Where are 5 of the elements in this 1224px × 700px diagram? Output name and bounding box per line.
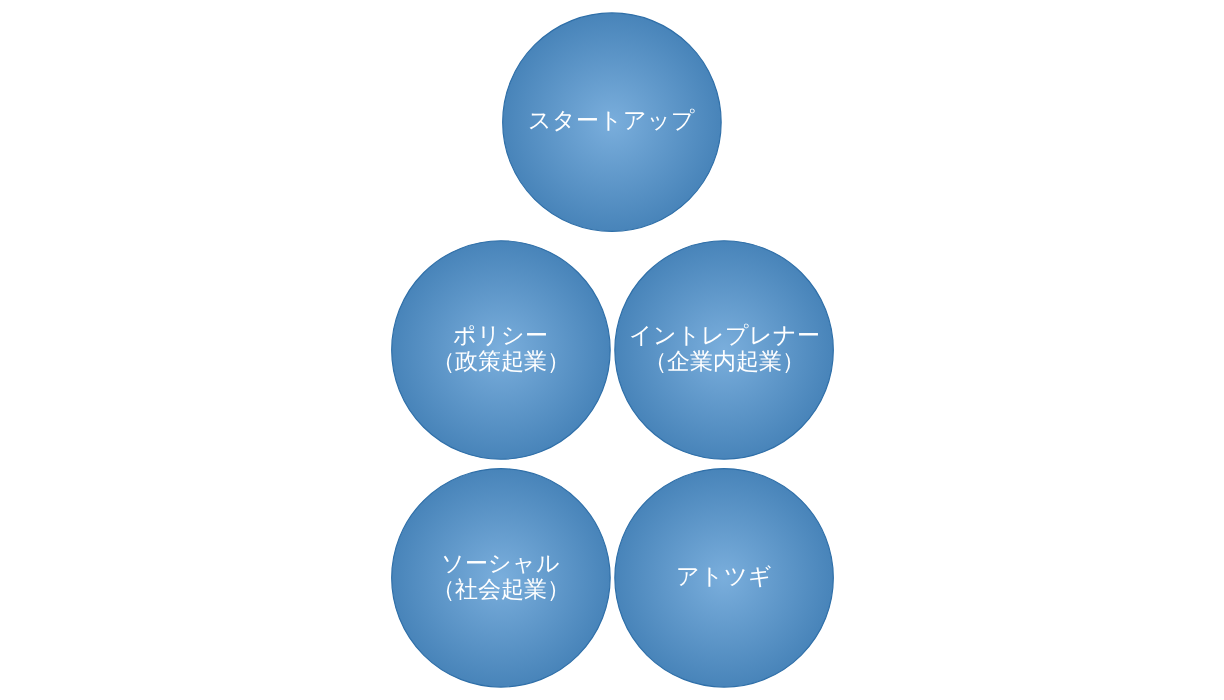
- node-circle: イントレプレナー （企業内起業）: [613, 240, 834, 460]
- node-circle: ポリシー （政策起業）: [390, 240, 611, 460]
- node-circle: スタートアップ: [501, 12, 722, 232]
- node-circle: ソーシャル （社会起業）: [390, 468, 611, 688]
- node-circle: アトツギ: [613, 468, 834, 688]
